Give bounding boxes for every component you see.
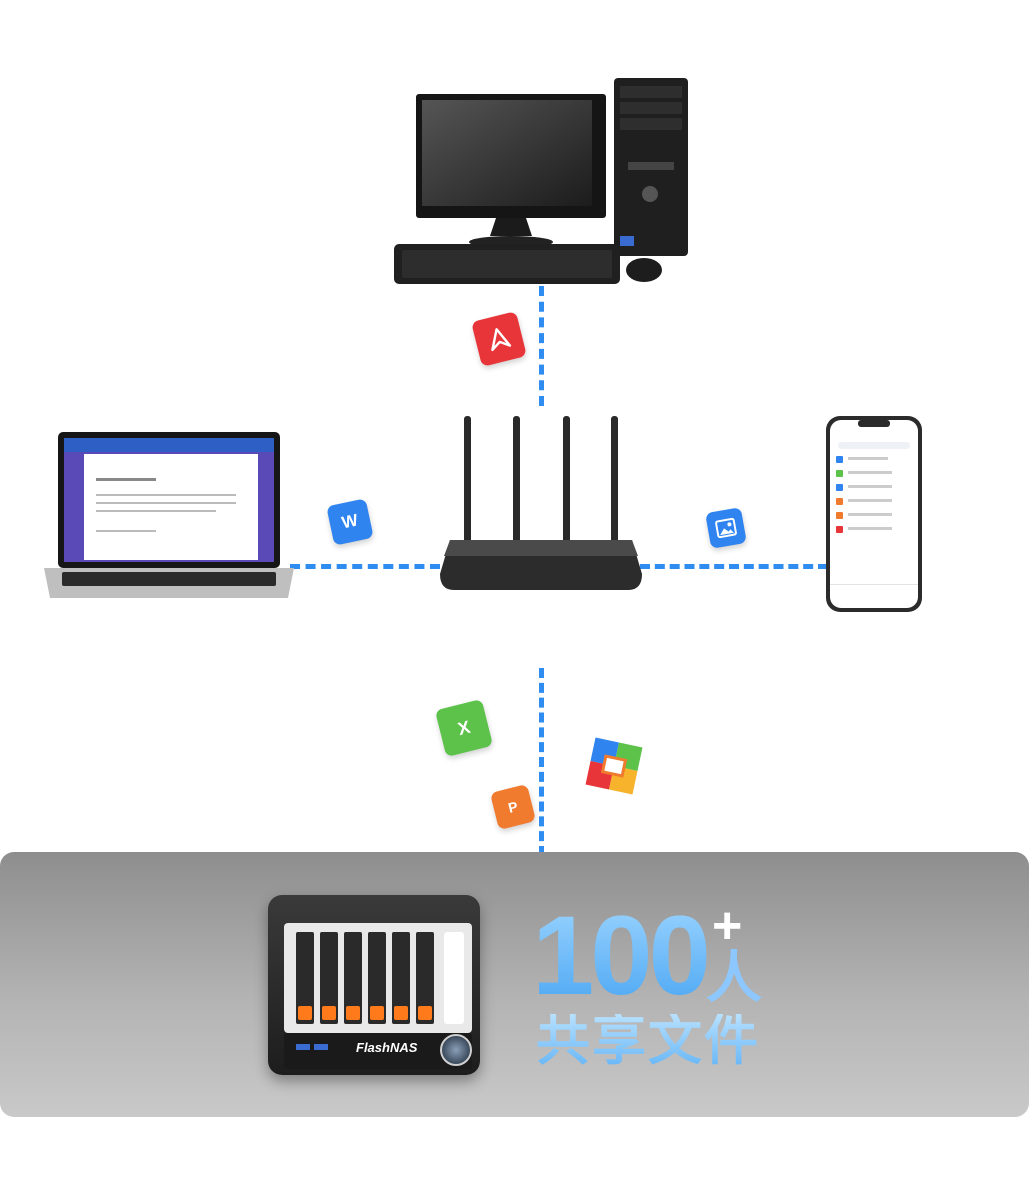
- router-icon: [440, 416, 642, 590]
- user-count-plus: +: [712, 897, 743, 955]
- link-desktop-router: [539, 286, 544, 406]
- user-count-number: 100: [532, 893, 711, 1018]
- power-button-icon: [440, 1034, 472, 1066]
- usb-port-icon: [296, 1044, 310, 1050]
- drive-bay: [296, 932, 314, 1024]
- drive-bay: [320, 932, 338, 1024]
- drive-bay: [416, 932, 434, 1024]
- pdf-file-icon: [471, 311, 527, 367]
- word-badge-letter: W: [340, 510, 360, 533]
- usb-port-icon: [314, 1044, 328, 1050]
- archive-file-icon: [583, 735, 645, 797]
- desktop-computer-icon: [394, 78, 688, 284]
- link-laptop-router: [290, 564, 440, 569]
- excel-badge-letter: X: [455, 716, 473, 739]
- word-file-icon: W: [326, 498, 374, 546]
- image-file-icon: [705, 507, 747, 549]
- nas-brand-text: FlashNAS: [356, 1040, 418, 1055]
- ppt-file-icon: P: [489, 783, 537, 831]
- shared-files-caption: 共享文件: [536, 1011, 760, 1071]
- drive-bay: [368, 932, 386, 1024]
- drive-bay: [392, 932, 410, 1024]
- nas-panel: [0, 852, 1029, 1117]
- ppt-badge-letter: P: [506, 798, 520, 816]
- link-router-phone: [640, 564, 828, 569]
- drive-bay: [344, 932, 362, 1024]
- link-router-nas: [539, 668, 544, 856]
- laptop-icon: [44, 432, 294, 598]
- nas-brand-logo: FlashNAS: [356, 1040, 417, 1055]
- nas-side-panel: [444, 932, 464, 1024]
- smartphone-icon: [826, 416, 922, 612]
- excel-file-icon: X: [434, 698, 494, 758]
- user-count-unit: 人: [706, 946, 762, 1009]
